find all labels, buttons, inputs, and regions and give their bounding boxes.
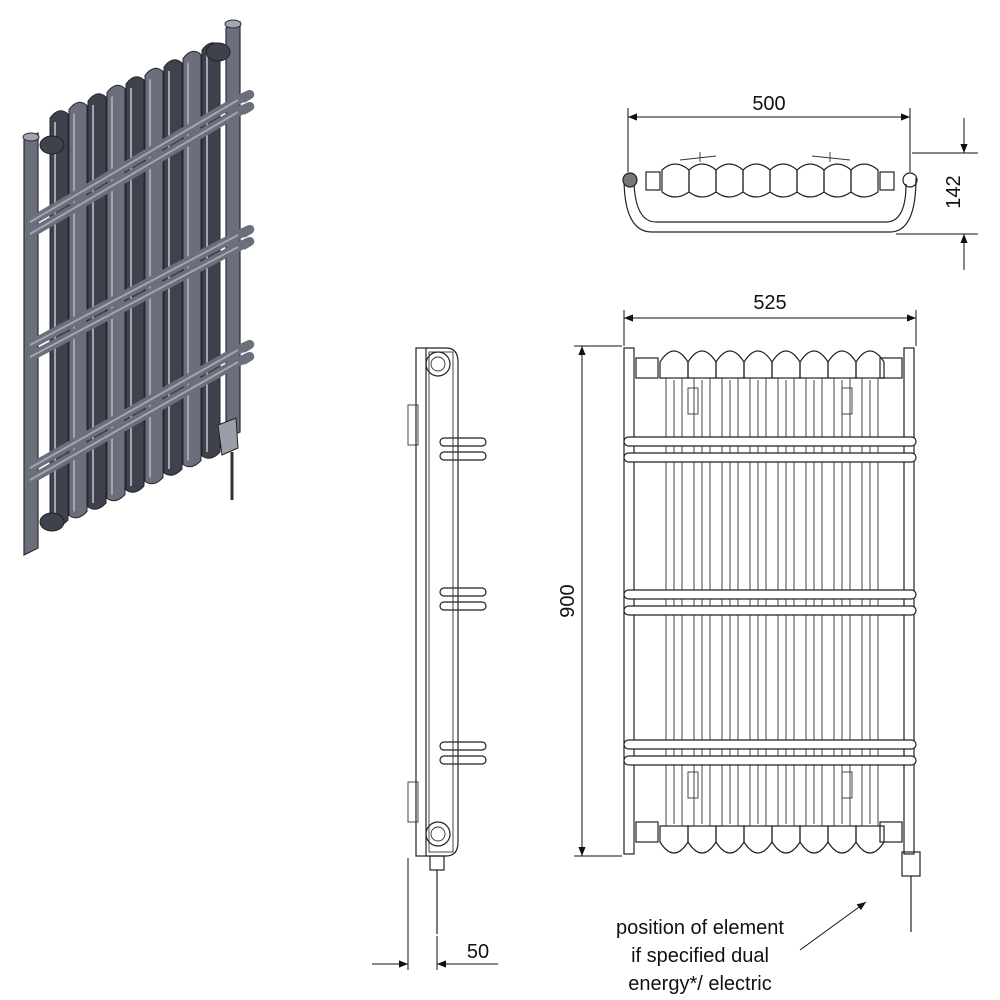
front-heating-element [901, 851, 921, 877]
front-view: 525 900 [557, 292, 921, 932]
front-column-bottom [827, 825, 857, 854]
top-section [715, 163, 744, 198]
front-towel-rail [623, 605, 917, 616]
front-towel-rail [623, 436, 917, 447]
front-towel-rail [623, 589, 917, 600]
front-column [721, 377, 739, 827]
dim-front-height: 900 [557, 584, 579, 617]
front-column [665, 377, 683, 827]
front-column-bottom [715, 825, 745, 854]
iso-towel-rail [25, 90, 255, 227]
iso-heating-element [217, 417, 239, 456]
top-section [796, 163, 825, 198]
dim-top-width: 500 [752, 93, 785, 115]
top-section [769, 163, 798, 198]
front-column-bottom [743, 825, 773, 854]
front-column [833, 377, 851, 827]
note-line-2: if specified dual [631, 945, 769, 967]
front-column-top [659, 350, 689, 379]
dim-top-depth: 142 [943, 175, 965, 208]
front-column-top [827, 350, 857, 379]
side-rail [439, 437, 487, 447]
side-view: 50 [372, 347, 498, 970]
iso-towel-rail [25, 102, 255, 239]
top-section [742, 163, 771, 198]
front-column [693, 377, 711, 827]
front-column [805, 377, 823, 827]
top-section [688, 163, 717, 198]
front-view-towel-rails [623, 436, 917, 766]
element-position-note: position of element if specified dual en… [616, 901, 867, 995]
note-line-1: position of element [616, 917, 784, 939]
iso-top-left-connector [39, 135, 65, 155]
front-column-top [743, 350, 773, 379]
front-towel-rail [623, 452, 917, 463]
top-view-sections [661, 163, 879, 198]
iso-towel-rail [25, 352, 255, 485]
side-view-rails [439, 437, 487, 765]
dim-front-width: 525 [753, 292, 786, 314]
iso-bottom-left-connector [39, 512, 65, 532]
front-valves [687, 387, 853, 799]
top-view: 500 142 [622, 93, 978, 270]
front-column-bottom [659, 825, 689, 854]
dim-side-depth: 50 [467, 941, 489, 963]
front-column-top [687, 350, 717, 379]
iso-towel-rail [25, 340, 255, 473]
iso-towel-rails [25, 90, 255, 485]
front-column-bottom [799, 825, 829, 854]
front-towel-rail [623, 739, 917, 750]
front-view-columns [659, 350, 885, 854]
note-arrow [799, 901, 867, 951]
iso-top-right-connector [205, 42, 231, 62]
front-column [861, 377, 879, 827]
iso-towel-rail [25, 225, 255, 350]
iso-towel-rail [25, 237, 255, 362]
side-rail [439, 587, 487, 597]
top-section [661, 163, 690, 198]
front-column-top [715, 350, 745, 379]
front-column-top [855, 350, 885, 379]
side-rail [439, 451, 487, 461]
top-section [850, 163, 879, 198]
side-rail [439, 601, 487, 611]
side-rail [439, 755, 487, 765]
front-column [749, 377, 767, 827]
front-towel-rail [623, 755, 917, 766]
front-column [777, 377, 795, 827]
front-column-top [771, 350, 801, 379]
isometric-view [22, 19, 255, 556]
iso-right-rail [225, 21, 241, 439]
top-section [823, 163, 852, 198]
front-column-bottom [771, 825, 801, 854]
front-column-bottom [687, 825, 717, 854]
side-rail [439, 741, 487, 751]
front-column-top [799, 350, 829, 379]
note-line-3: energy*/ electric [628, 973, 771, 995]
